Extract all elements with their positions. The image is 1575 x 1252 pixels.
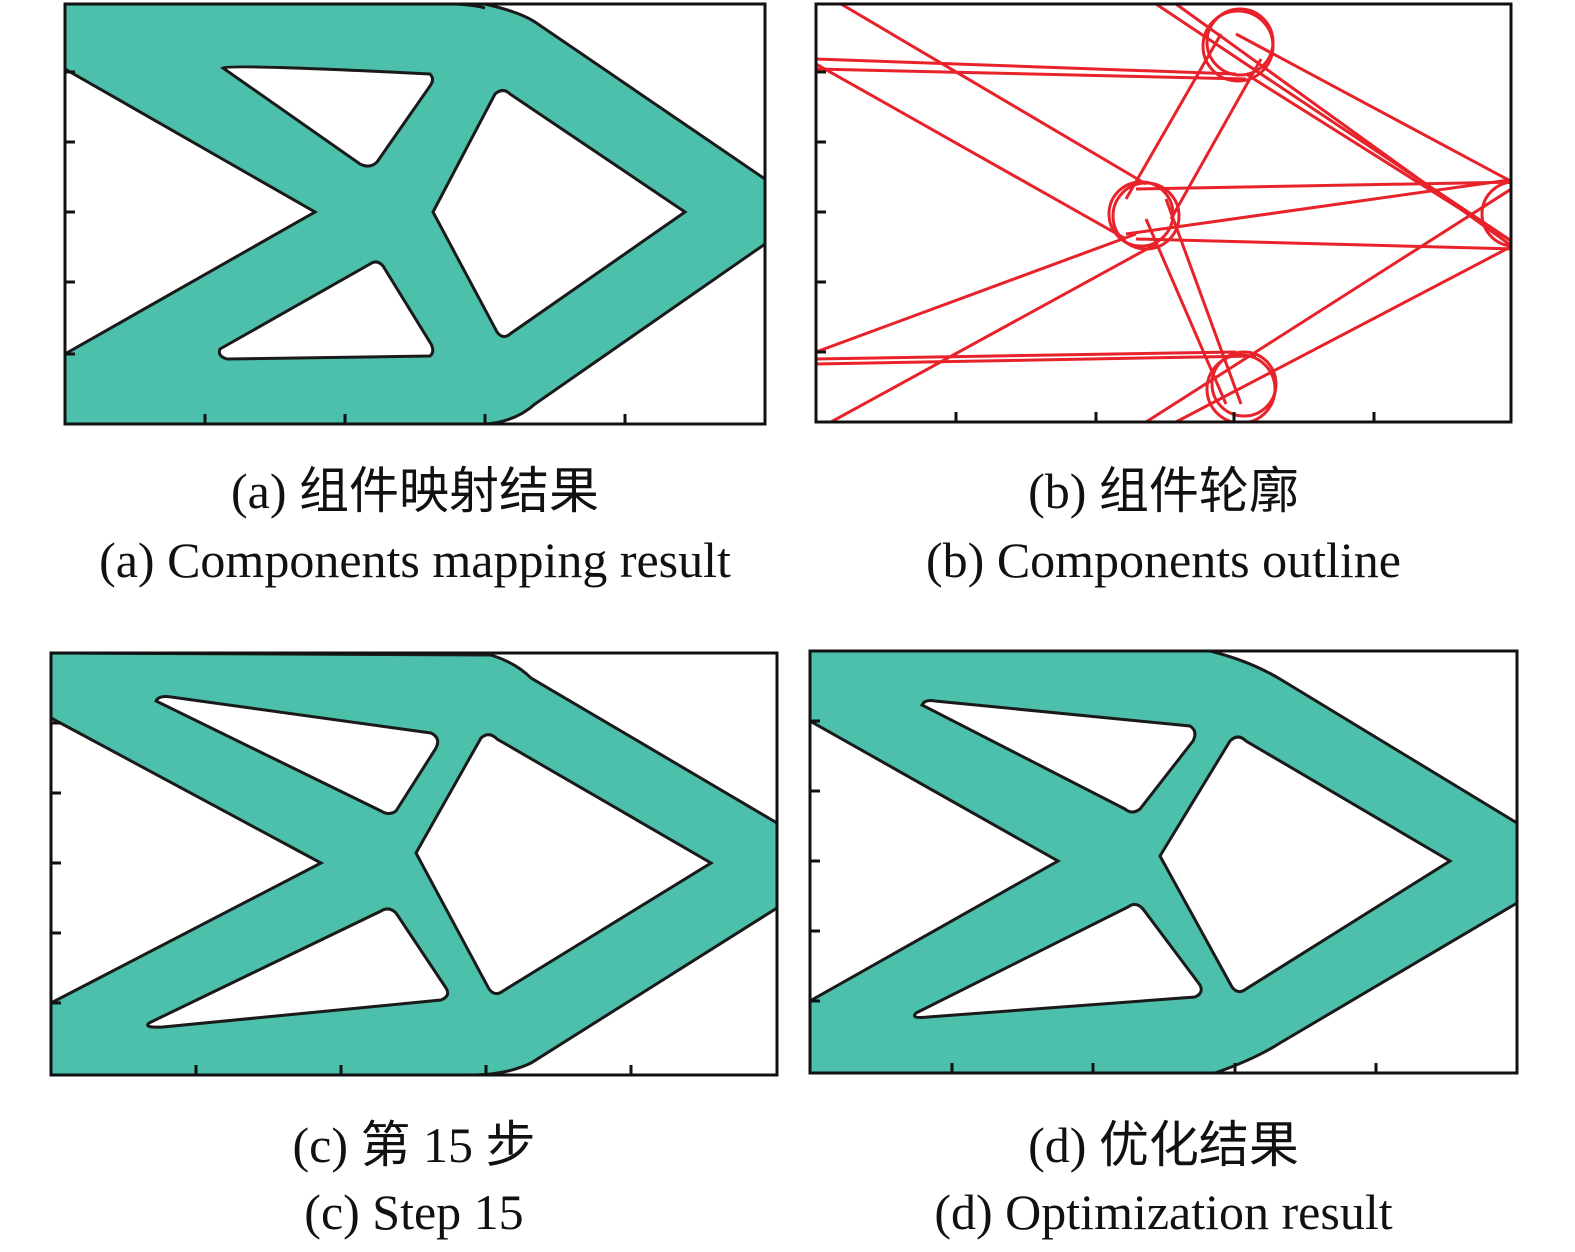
panel-b-caption-cn: (b) 组件轮廓	[1028, 463, 1299, 519]
ticks	[65, 70, 627, 424]
ticks	[816, 70, 1376, 422]
frame	[814, 2, 1513, 424]
panel-c-caption-cn: (c) 第 15 步	[292, 1117, 536, 1173]
truss-solid	[810, 651, 1517, 1073]
panel-a-figure	[63, 2, 767, 426]
panel-b-caption-en: (b) Components outline	[926, 532, 1401, 588]
ticks	[810, 719, 1378, 1073]
truss-solid	[65, 4, 765, 424]
truss-solid	[51, 653, 777, 1075]
panel-a-caption-en: (a) Components mapping result	[99, 532, 731, 588]
panel-d-caption-en: (d) Optimization result	[934, 1184, 1393, 1240]
panel-a-caption-cn: (a) 组件映射结果	[231, 463, 599, 519]
panel-d-caption-cn: (d) 优化结果	[1028, 1117, 1299, 1173]
ticks	[51, 721, 633, 1075]
panel-c-figure	[49, 651, 779, 1077]
panel-d-figure	[808, 649, 1519, 1075]
frame	[63, 2, 767, 426]
component-outlines	[816, 4, 1511, 422]
panel-c-caption-en: (c) Step 15	[304, 1184, 524, 1240]
panel-b-figure	[814, 2, 1513, 424]
